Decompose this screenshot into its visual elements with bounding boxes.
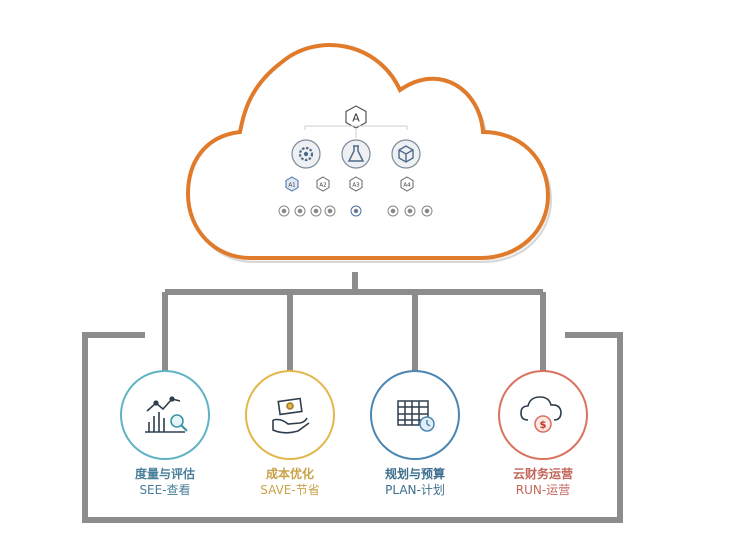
pillar-circle — [120, 370, 210, 460]
pillar-save-cn-label: 成本优化 — [265, 467, 314, 481]
box-icon — [391, 139, 421, 169]
pillar-circle — [498, 370, 588, 460]
pillar-see-en-label: SEE-查看 — [139, 483, 191, 497]
sub-badge-a2 — [316, 176, 330, 192]
money-hand-icon — [272, 397, 310, 434]
connector-lines — [82, 272, 623, 523]
pillar-see-cn-label: 度量与评估 — [134, 467, 195, 481]
pillar-run-cn-label: 云财务运营 — [512, 467, 573, 481]
calendar-clock-icon — [397, 400, 435, 432]
pillar-save-en-label: SAVE-节省 — [260, 483, 320, 497]
pillar-plan — [370, 370, 460, 460]
cloud-content: A A1 A2 A3 — [278, 105, 433, 217]
sub-badge-a4 — [400, 176, 414, 192]
chart-magnifier-icon — [145, 396, 188, 433]
cloud-dollar-icon: $ — [520, 396, 562, 433]
svg-text:A3: A3 — [352, 183, 360, 189]
pillar-run: $ — [498, 370, 588, 460]
pillar-save — [245, 370, 335, 460]
pillar-see — [120, 370, 210, 460]
svg-text:A1: A1 — [288, 183, 295, 189]
pillar-save-caption: 成本优化 SAVE-节省 — [210, 466, 370, 498]
pillar-run-caption: 云财务运营 RUN-运营 — [463, 466, 623, 498]
gear-icon — [291, 139, 321, 169]
sub-badge-a3 — [349, 176, 363, 192]
pillar-plan-cn-label: 规划与预算 — [384, 467, 445, 481]
sub-badge-a1 — [285, 176, 299, 192]
top-badge-label: A — [352, 112, 360, 125]
dot-row — [278, 205, 433, 217]
pillar-plan-en-label: PLAN-计划 — [385, 483, 445, 497]
pillar-plan-caption: 规划与预算 PLAN-计划 — [335, 466, 495, 498]
pillar-see-caption: 度量与评估 SEE-查看 — [85, 466, 245, 498]
pillar-run-en-label: RUN-运营 — [515, 483, 571, 497]
flask-icon — [341, 139, 371, 169]
svg-text:A4: A4 — [403, 183, 411, 189]
sub-badge-row: A1 A2 A3 A4 — [285, 176, 414, 192]
svg-text:$: $ — [540, 420, 547, 431]
outer-frame — [82, 332, 623, 523]
pillar-circle — [370, 370, 460, 460]
pillar-circle — [245, 370, 335, 460]
svg-text:A2: A2 — [319, 183, 326, 189]
